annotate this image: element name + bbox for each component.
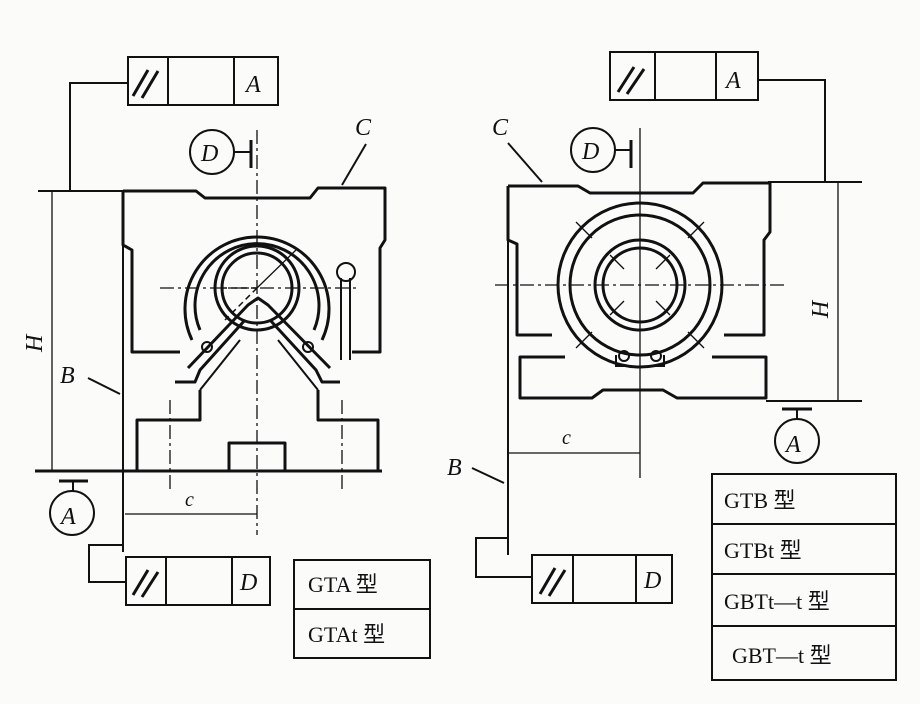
right-label-c: C [492, 115, 509, 141]
parallelism-icon [616, 66, 646, 95]
right-datum-d: D [570, 127, 633, 173]
left-datum-a-label: A [59, 504, 76, 530]
right-model-row: GBTt—t 型 [724, 589, 830, 614]
left-bearing [160, 235, 360, 391]
right-datum-a-label: A [784, 432, 801, 458]
right-bottom-frame-datum: D [643, 568, 661, 594]
left-top-frame-datum: A [244, 72, 261, 98]
left-top-feature-frame: A [69, 56, 279, 190]
right-top-frame-datum: A [724, 68, 741, 94]
parallelism-icon [131, 69, 160, 99]
left-bottom-frame-datum: D [239, 570, 257, 596]
left-model-row: GTAt 型 [308, 622, 385, 647]
right-datum-a: A [774, 407, 820, 464]
parallelism-icon [131, 569, 160, 598]
left-label-c: C [355, 115, 372, 141]
right-datum-d-label: D [581, 139, 599, 165]
left-model-table: GTA 型 GTAt 型 [293, 559, 431, 659]
left-label-b: B [60, 363, 75, 389]
right-top-feature-frame: A [609, 51, 826, 182]
right-model-table: GTB 型 GTBt 型 GBTt—t 型 GBT—t 型 [711, 473, 897, 681]
left-model-row: GTA 型 [308, 572, 378, 597]
right-dimension-c: c [562, 427, 571, 449]
left-view: A D C H B [22, 56, 431, 659]
right-view: A C D H [447, 51, 897, 681]
left-bottom-feature-frame: D [88, 544, 271, 606]
parallelism-icon [538, 567, 567, 597]
right-label-b: B [447, 455, 462, 481]
left-dimension-h: H [22, 333, 48, 353]
left-datum-d: D [189, 129, 253, 175]
right-dimension-h: H [806, 299, 832, 319]
left-datum-d-label: D [200, 141, 218, 167]
right-bottom-feature-frame: D [475, 537, 673, 604]
right-model-row: GBT—t 型 [732, 643, 832, 668]
right-model-row: GTB 型 [724, 488, 796, 513]
right-model-row: GTBt 型 [724, 538, 802, 563]
left-datum-a: A [49, 479, 95, 536]
left-dimension-c: c [185, 489, 194, 511]
